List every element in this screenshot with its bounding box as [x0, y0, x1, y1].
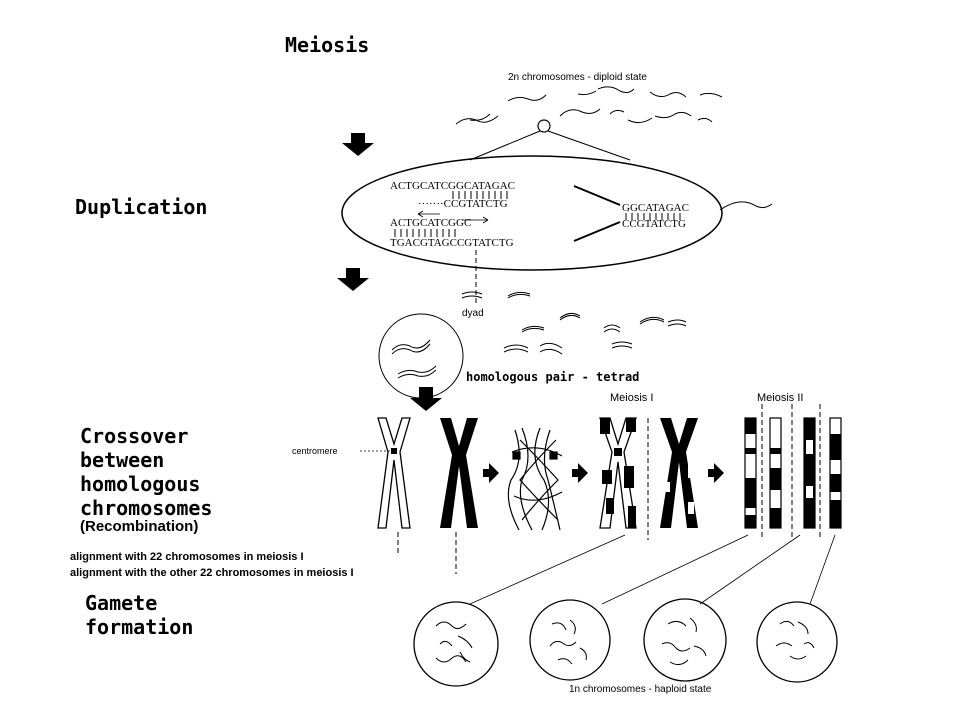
gamete-circle: [413, 601, 499, 687]
tetrad-chromosomes: [391, 339, 437, 379]
title-crossover-line-2: between: [80, 448, 164, 472]
gamete-2: [529, 599, 611, 681]
gamete-1: [413, 601, 499, 687]
dyad-squiggle: [667, 319, 687, 327]
chromosome-squiggle: [627, 117, 653, 124]
dyad-squiggle: [603, 324, 621, 333]
crossover-tangle: [507, 427, 563, 531]
down-arrow-icon: [410, 387, 442, 411]
diploid-chromosomes: [455, 86, 723, 125]
chromosome-squiggle: [507, 94, 547, 102]
right-arrow-icon: [708, 463, 724, 483]
title-crossover: Crossover between homologous chromosomes…: [80, 424, 212, 535]
magnifier-pointer: [469, 119, 631, 161]
base-pair-ticks-upper: [452, 191, 508, 199]
chromosome-squiggle: [609, 109, 625, 115]
label-meiosis-1: Meiosis I: [610, 392, 653, 404]
label-dyad: dyad: [462, 308, 484, 319]
chromosome-open-pair: [377, 417, 411, 529]
label-diploid: 2n chromosomes - diploid state: [508, 72, 647, 83]
chromosome-squiggle: [577, 90, 597, 96]
chromosome-solid-pair: [440, 418, 478, 528]
tetrad-circle: [378, 313, 464, 399]
chromosome-squiggle: [697, 117, 713, 123]
dyad-squiggle: [559, 312, 581, 321]
base-pair-ticks-lower: [394, 229, 456, 237]
label-meiosis-2: Meiosis II: [757, 392, 803, 404]
chromosome-squiggle: [469, 113, 491, 121]
pointer-line-left: [469, 130, 541, 161]
title-gamete-formation: Gamete formation: [85, 591, 193, 639]
dyad-squiggle: [461, 291, 483, 299]
dyad-squiggle: [507, 291, 531, 299]
title-duplication: Duplication: [75, 195, 207, 219]
title-recombination: (Recombination): [80, 518, 198, 535]
fork-line-upper: [573, 185, 621, 206]
chromatid-1: [744, 417, 757, 529]
chromatid-3: [803, 417, 816, 529]
base-pair-ticks-fork: [625, 213, 681, 220]
chromosome-squiggle: [559, 108, 601, 117]
replication-detail: ACTGCATCGGCATAGAC ·······CCGTATCTG ACTGC…: [341, 155, 773, 305]
label-centromere: centromere: [292, 446, 338, 456]
fork-line-lower: [573, 221, 621, 242]
sequence-lower-partial: ACTGCATCGGC: [390, 217, 471, 229]
title-meiosis: Meiosis: [285, 33, 369, 57]
title-gamete-line-2: formation: [85, 615, 193, 639]
chromosome-squiggle: [654, 111, 692, 119]
chromosome-squiggle: [699, 92, 723, 98]
sequence-top-partial: ·······CCGTATCTG: [418, 198, 508, 210]
replication-ellipse: [341, 155, 723, 271]
meiosis-1-solid-recombinant: [660, 418, 698, 528]
dyad-squiggle: [539, 342, 563, 355]
chromosome-squiggle: [597, 86, 635, 94]
dyad-chromosomes: [461, 291, 687, 355]
gamete-circle: [643, 598, 727, 682]
label-tetrad: homologous pair - tetrad: [466, 370, 639, 384]
gamete-pointer-lines: [469, 534, 836, 605]
sequence-fork-bottom: CCGTATCTG: [622, 218, 686, 230]
sequence-bottom-strand: TGACGTAGCCGTATCTG: [390, 237, 514, 249]
dyad-squiggle: [639, 316, 665, 325]
label-alignment-2: alignment with the other 22 chromosomes …: [70, 567, 354, 579]
gamete-circle: [529, 599, 611, 681]
gamete-4: [756, 601, 838, 683]
pointer-line-right: [547, 130, 631, 161]
title-crossover-line-1: Crossover: [80, 424, 188, 448]
title-gamete-line-1: Gamete: [85, 591, 157, 615]
gamete-circle: [756, 601, 838, 683]
right-arrow-icon: [572, 463, 588, 483]
right-arrow-icon: [483, 463, 499, 483]
meiosis-1-open-recombinant: [599, 417, 637, 529]
down-arrow-icon: [342, 133, 374, 156]
strand-tail: [719, 201, 773, 211]
sequence-top-strand: ACTGCATCGGCATAGAC: [390, 180, 515, 192]
chromosome-squiggle: [649, 91, 687, 98]
rightward-arrow-icon: [462, 216, 489, 224]
down-arrow-icon: [337, 268, 369, 291]
dyad-squiggle: [503, 344, 529, 353]
title-crossover-line-3: homologous: [80, 472, 200, 496]
chromatid-2: [769, 417, 782, 529]
title-crossover-line-4: chromosomes: [80, 496, 212, 520]
gamete-3: [643, 598, 727, 682]
dyad-squiggle: [611, 341, 633, 349]
tetrad: [378, 313, 464, 399]
chromatid-4: [829, 417, 842, 529]
centromere-marker-icon: [391, 448, 397, 454]
leftward-arrow-icon: [417, 210, 440, 218]
label-haploid: 1n chromosomes - haploid state: [569, 684, 712, 695]
magnifier-ring-icon: [537, 119, 551, 133]
sequence-fork-top: GGCATAGAC: [622, 202, 689, 214]
dyad-squiggle: [521, 325, 545, 333]
label-alignment-1: alignment with 22 chromosomes in meiosis…: [70, 551, 304, 563]
